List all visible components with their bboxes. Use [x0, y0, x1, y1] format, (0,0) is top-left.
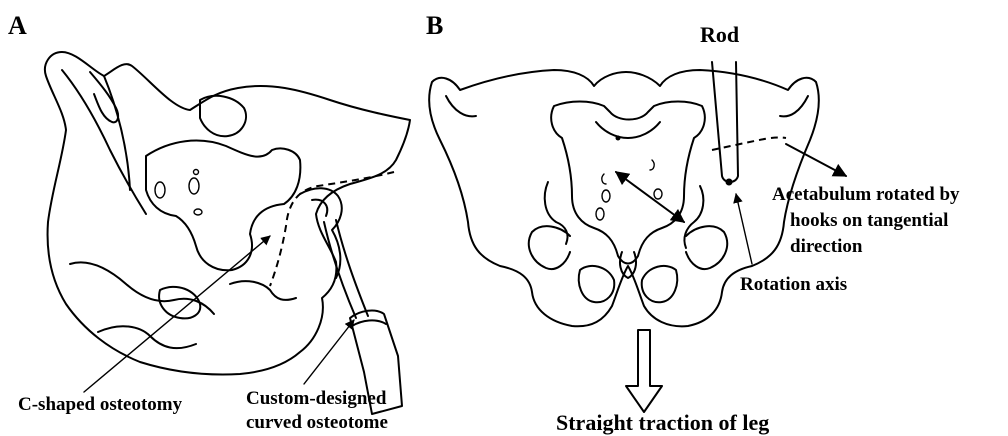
- panel-b-label-rod: Rod: [700, 22, 739, 47]
- panel-a-foramen-1: [155, 182, 165, 198]
- panel-a-c-shaped-pointer: [84, 236, 270, 392]
- panel-b-right-ala: [684, 186, 703, 248]
- panel-a-iliac-inner-line: [90, 72, 118, 122]
- panel-b-label-acetabulum-line3: direction: [790, 236, 863, 257]
- panel-b-rotation-arrow: [616, 172, 684, 222]
- panel-a-label-custom-line1: Custom-designed: [246, 388, 387, 409]
- panel-b-letter: B: [426, 11, 443, 40]
- panel-b-foramen-5: [596, 208, 604, 220]
- panel-a-iliac-crest-line: [62, 70, 146, 214]
- panel-a-osteotome-pointer: [304, 320, 354, 384]
- panel-a-upper-lobe: [200, 96, 246, 136]
- panel-a-ischium-line: [98, 326, 196, 348]
- panel-b-left-acetabulum: [529, 226, 570, 269]
- panel-a: A C-shaped osteotomy: [8, 11, 410, 433]
- panel-b-foramen-3: [602, 190, 610, 202]
- panel-b-left-wing-line: [446, 96, 476, 116]
- panel-b-foramen-1: [602, 174, 606, 184]
- panel-a-label-custom-line2: curved osteotome: [246, 412, 388, 433]
- panel-a-osteotome-collar: [352, 320, 386, 326]
- panel-b-left-obturator: [579, 266, 614, 302]
- panel-b-right-obturator: [642, 266, 677, 302]
- panel-b-label-rotation-axis: Rotation axis: [740, 274, 847, 295]
- panel-b-rotation-point: [726, 179, 733, 186]
- panel-a-sacral-region: [146, 141, 300, 271]
- panel-b-traction-arrow: [626, 330, 662, 412]
- panel-b: B: [426, 11, 960, 435]
- panel-b-left-ala: [545, 182, 568, 244]
- panel-a-osteotome-shaft-2: [336, 220, 368, 316]
- panel-b-foramen-4: [654, 189, 662, 199]
- panel-b-right-acetabulum: [686, 226, 727, 269]
- panel-b-label-acetabulum-line1: Acetabulum rotated by: [772, 184, 960, 205]
- panel-b-rod: [712, 62, 738, 182]
- panel-a-segment-inner: [312, 200, 327, 216]
- panel-b-right-wing-line: [780, 96, 808, 116]
- panel-a-pubic-ramus: [70, 262, 214, 314]
- panel-a-obturator: [159, 287, 200, 319]
- panel-b-label-acetabulum-line2: hooks on tangential: [790, 210, 948, 231]
- panel-b-sacral-dot: [616, 136, 621, 141]
- panel-a-foramen-3: [194, 209, 202, 215]
- panel-b-foramen-2: [650, 160, 654, 170]
- panel-a-label-c-shaped: C-shaped osteotomy: [18, 394, 183, 415]
- panel-b-osteotomy-dashed-line: [712, 137, 786, 150]
- panel-b-sacral-promontory: [596, 122, 660, 138]
- panel-b-sacrum: [551, 102, 705, 264]
- panel-a-hemipelvis-outline: [45, 52, 410, 375]
- panel-b-acetabulum-arrow: [786, 144, 846, 176]
- panel-a-foramen-2: [189, 178, 199, 194]
- panel-a-foramen-4: [194, 170, 199, 175]
- panel-b-label-traction: Straight traction of leg: [556, 410, 769, 435]
- panel-a-lower-curve: [230, 281, 296, 300]
- panel-a-letter: A: [8, 11, 27, 40]
- panel-b-rotation-axis-pointer: [736, 194, 752, 264]
